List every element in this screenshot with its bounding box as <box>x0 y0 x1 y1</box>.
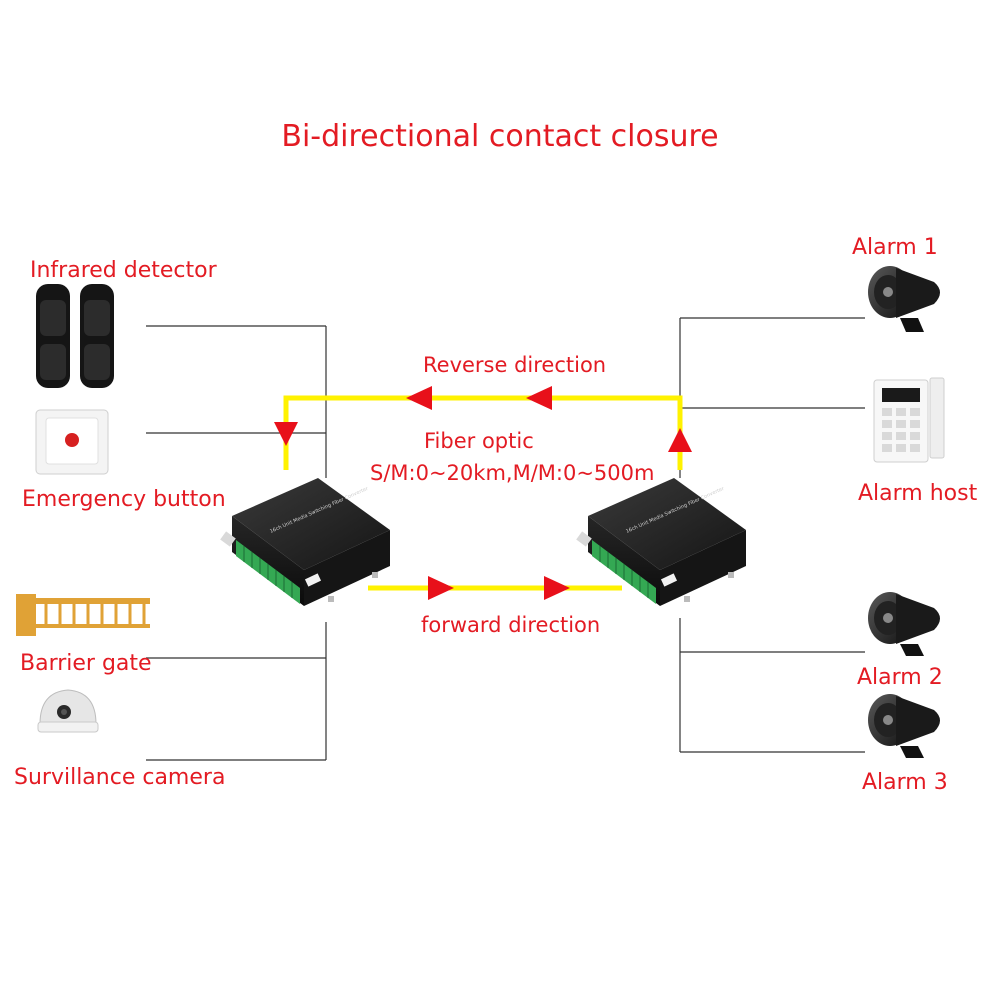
barrier-gate-icon <box>16 594 150 636</box>
infrared-detector-icon <box>36 284 114 388</box>
diagram-title: Bi-directional contact closure <box>281 119 719 154</box>
arrow-reverse-left-1 <box>406 386 432 410</box>
alarm-1-label: Alarm 1 <box>852 235 938 260</box>
right-fiber-converter: 16ch Unit Media Switching Fiber Converte… <box>576 478 746 606</box>
alarm-2-label: Alarm 2 <box>857 665 943 690</box>
alarm-2-siren-icon <box>868 592 940 656</box>
arrow-forward-right-1 <box>428 576 454 600</box>
alarm-3-label: Alarm 3 <box>862 770 948 795</box>
arrow-reverse-left-2 <box>526 386 552 410</box>
arrow-forward-right-2 <box>544 576 570 600</box>
arrow-reverse-down <box>274 422 298 446</box>
right-wiring <box>679 317 865 753</box>
left-fiber-converter: 16ch Unit Media Switching Fiber Converte… <box>220 478 390 606</box>
infrared-detector-label: Infrared detector <box>30 258 217 283</box>
surveillance-camera-label: Survillance camera <box>14 765 226 790</box>
arrow-reverse-up <box>668 428 692 452</box>
alarm-3-siren-icon <box>868 694 940 758</box>
barrier-gate-label: Barrier gate <box>20 651 152 676</box>
fiber-spec-label: S/M:0~20km,M/M:0~500m <box>370 461 655 485</box>
reverse-direction-label: Reverse direction <box>423 353 607 377</box>
fiber-optic-label: Fiber optic <box>424 429 534 453</box>
dome-camera-icon <box>37 689 99 733</box>
emergency-button-icon <box>35 409 109 475</box>
left-wiring <box>146 325 327 761</box>
alarm-host-label: Alarm host <box>858 481 978 506</box>
emergency-button-label: Emergency button <box>22 487 226 512</box>
forward-direction-label: forward direction <box>421 613 601 637</box>
alarm-1-siren-icon <box>868 266 940 332</box>
alarm-host-keypad-icon <box>873 377 945 463</box>
